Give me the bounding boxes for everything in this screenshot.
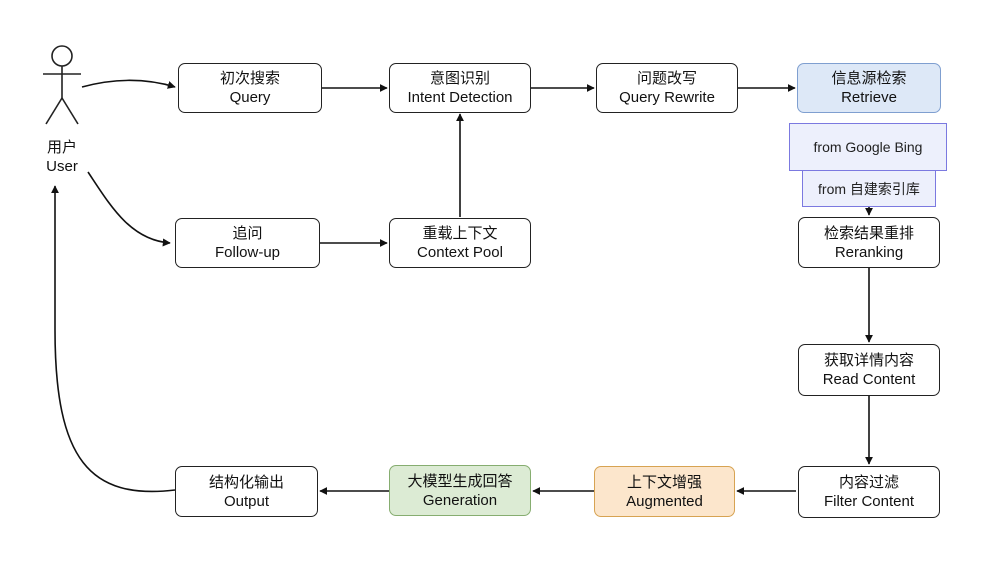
user-label-en: User <box>46 158 78 175</box>
output-node-zh: 结构化输出 <box>208 473 284 491</box>
retrieve-node-zh: 信息源检索 <box>831 70 907 87</box>
intent-node-en: Intent Detection <box>407 89 513 106</box>
read-node-en: Read Content <box>822 371 916 388</box>
intent-detection-node: 意图识别 Intent Detection <box>389 63 531 113</box>
generation-node: 大模型生成回答 Generation <box>389 465 531 516</box>
filter-node-zh: 内容过滤 <box>838 474 899 491</box>
source-self-index-label: from 自建索引库 <box>818 180 920 197</box>
generation-node-en: Generation <box>422 491 498 509</box>
context-node-zh: 重载上下文 <box>422 225 498 242</box>
output-node-en: Output <box>223 492 270 510</box>
augment-node-en: Augmented <box>626 492 703 510</box>
source-google-bing: from Google Bing <box>789 123 947 171</box>
query-rewrite-node: 问题改写 Query Rewrite <box>596 63 738 113</box>
intent-node-zh: 意图识别 <box>429 70 490 87</box>
retrieve-node-en: Retrieve <box>841 89 897 106</box>
rerank-node-en: Reranking <box>834 243 904 261</box>
query-node: 初次搜索 Query <box>178 63 322 113</box>
rewrite-node-zh: 问题改写 <box>636 70 697 87</box>
augment-node-zh: 上下文增强 <box>626 473 702 491</box>
filter-node-en: Filter Content <box>823 493 915 510</box>
followup-node: 追问 Follow-up <box>175 218 320 268</box>
rerank-node-zh: 检索结果重排 <box>823 224 914 242</box>
augmented-node: 上下文增强 Augmented <box>594 466 735 517</box>
followup-node-en: Follow-up <box>214 244 281 261</box>
user-stick-figure-icon <box>43 45 81 125</box>
source-google-bing-label: from Google Bing <box>813 139 923 155</box>
generation-node-zh: 大模型生成回答 <box>407 472 513 490</box>
rewrite-node-en: Query Rewrite <box>619 89 715 106</box>
followup-node-zh: 追问 <box>232 225 263 242</box>
context-node-en: Context Pool <box>417 244 503 261</box>
read-node-zh: 获取详情内容 <box>823 352 914 369</box>
context-pool-node: 重载上下文 Context Pool <box>389 218 531 268</box>
filter-content-node: 内容过滤 Filter Content <box>798 466 940 518</box>
query-node-en: Query <box>229 89 271 106</box>
reranking-node: 检索结果重排 Reranking <box>798 217 940 268</box>
arrow-user-to-followup <box>87 171 171 247</box>
user-label-zh: 用户 <box>46 139 77 156</box>
user-label: 用户 User <box>38 138 86 176</box>
retrieve-node: 信息源检索 Retrieve <box>797 63 941 113</box>
read-content-node: 获取详情内容 Read Content <box>798 344 940 396</box>
query-node-zh: 初次搜索 <box>219 70 280 87</box>
arrow-user-to-query <box>81 79 176 89</box>
output-node: 结构化输出 Output <box>175 466 318 517</box>
arrow-output-to-user <box>51 185 176 493</box>
